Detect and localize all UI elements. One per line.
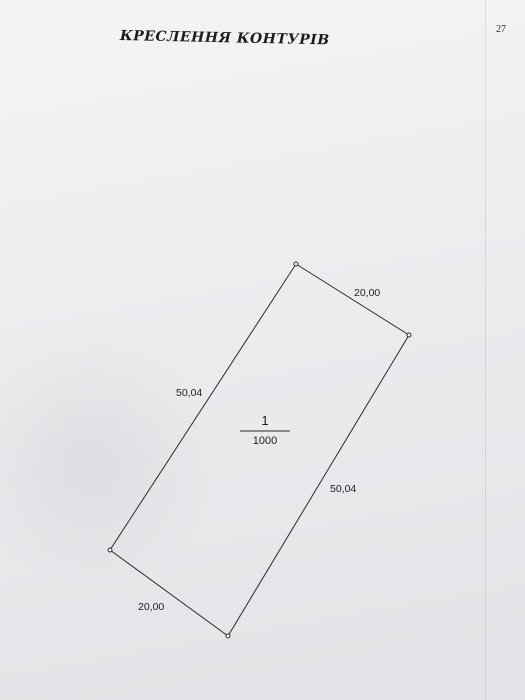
- vertex-right: [406, 332, 412, 338]
- parcel-outline: [109, 263, 410, 637]
- dimension-bottom: 20,00: [138, 601, 164, 613]
- dimension-right: 50,04: [330, 483, 356, 495]
- paper-shadow: [0, 330, 220, 590]
- parcel-denominator: 1000: [253, 435, 277, 447]
- vertex-bottom: [225, 633, 231, 639]
- vertex-left: [107, 547, 113, 553]
- paper-fold: [485, 0, 486, 700]
- parcel-number: 1: [261, 413, 268, 428]
- dimension-top: 20,00: [354, 287, 380, 299]
- vertex-top: [293, 261, 299, 267]
- dimension-left: 50,04: [176, 387, 202, 399]
- page-number: 27: [496, 24, 506, 35]
